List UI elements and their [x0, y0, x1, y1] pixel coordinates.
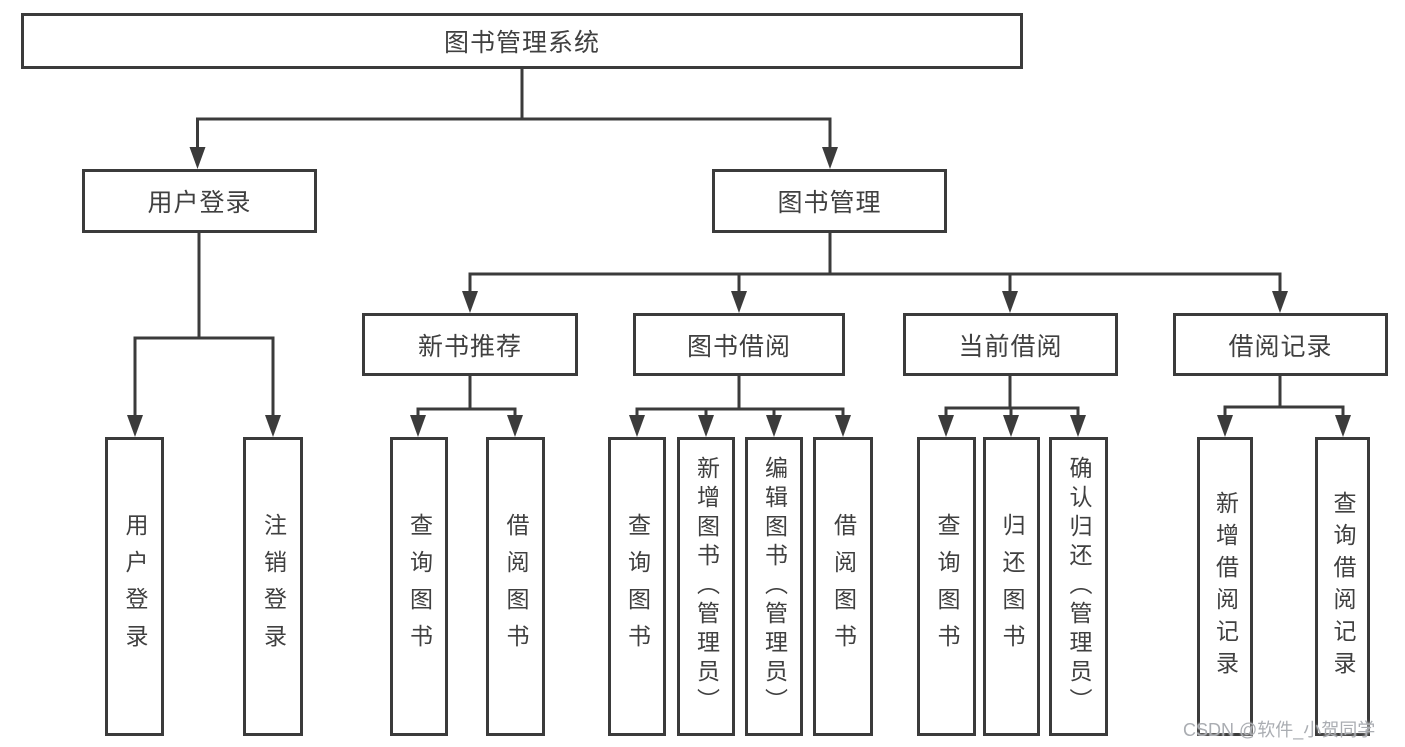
- node-label: 确认归还（管理员）: [1066, 456, 1092, 717]
- node-label: 新增借阅记录: [1212, 490, 1239, 683]
- leaf-return-books: 归还图书: [983, 437, 1040, 736]
- node-label: 图书管理: [777, 189, 882, 217]
- leaf-query-books-current: 查询图书: [917, 437, 976, 736]
- node-borrowing-records: 借阅记录: [1173, 313, 1388, 376]
- leaf-borrow-books-recommend: 借阅图书: [486, 437, 545, 736]
- node-label: 借阅图书: [830, 512, 857, 661]
- node-new-book-recommend: 新书推荐: [362, 313, 578, 376]
- node-label: 注销登录: [260, 512, 287, 661]
- node-library-management-system: 图书管理系统: [21, 13, 1023, 69]
- node-label: 借阅记录: [1228, 332, 1333, 361]
- node-label: 查询借阅记录: [1330, 490, 1356, 683]
- leaf-query-borrow-record: 查询借阅记录: [1315, 437, 1370, 736]
- node-label: 图书借阅: [686, 332, 791, 361]
- leaf-query-books-borrowing: 查询图书: [608, 437, 666, 736]
- node-label: 图书管理系统: [443, 29, 600, 57]
- node-user-login: 用户登录: [82, 169, 317, 233]
- node-label: 新书推荐: [417, 332, 522, 361]
- leaf-add-books-admin: 新增图书（管理员）: [677, 437, 735, 736]
- node-current-borrowing: 当前借阅: [903, 313, 1118, 376]
- node-label: 查询图书: [406, 512, 433, 661]
- leaf-add-borrow-record: 新增借阅记录: [1197, 437, 1253, 736]
- node-label: 查询图书: [934, 512, 960, 661]
- node-label: 新增图书（管理员）: [693, 456, 720, 717]
- leaf-confirm-return-admin: 确认归还（管理员）: [1049, 437, 1108, 736]
- leaf-query-books-recommend: 查询图书: [390, 437, 448, 736]
- node-book-management: 图书管理: [712, 169, 947, 233]
- node-label: 用户登录: [122, 512, 148, 661]
- leaf-user-login: 用户登录: [105, 437, 164, 736]
- leaf-edit-books-admin: 编辑图书（管理员）: [745, 437, 803, 736]
- csdn-watermark: CSDN @软件_小贺同学: [1183, 720, 1376, 740]
- node-label: 用户登录: [147, 189, 252, 217]
- node-book-borrowing: 图书借阅: [633, 313, 845, 376]
- node-label: 借阅图书: [503, 512, 529, 661]
- arrowheads: [127, 147, 1351, 437]
- leaf-borrow-books: 借阅图书: [813, 437, 873, 736]
- node-label: 编辑图书（管理员）: [761, 456, 788, 717]
- node-label: 查询图书: [624, 512, 651, 661]
- node-label: 当前借阅: [958, 332, 1063, 361]
- node-label: 归还图书: [999, 512, 1025, 661]
- leaf-logout-login: 注销登录: [243, 437, 303, 736]
